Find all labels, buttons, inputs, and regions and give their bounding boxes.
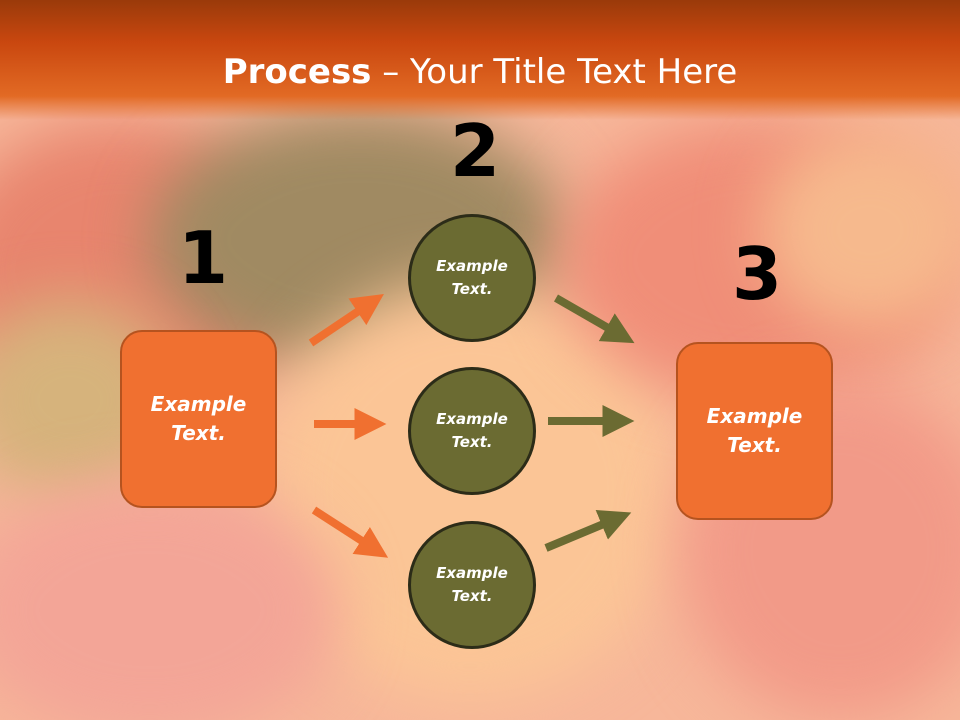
left-box: Example Text.	[120, 330, 277, 508]
circle-bottom: Example Text.	[408, 521, 536, 649]
arrow-top-to-right	[554, 294, 635, 344]
title-bar	[0, 0, 960, 120]
circle-middle: Example Text.	[408, 367, 536, 495]
arrow-left-to-top	[308, 293, 384, 347]
title-rest-text: – Your Title Text Here	[371, 52, 738, 92]
slide-title: Process – Your Title Text Here	[0, 52, 960, 92]
right-box: Example Text.	[676, 342, 833, 520]
arrow-bottom-to-right	[544, 510, 632, 552]
step-2-number: 2	[450, 109, 501, 193]
step-1-number: 1	[178, 216, 229, 300]
title-bold-text: Process	[222, 52, 372, 92]
circle-top: Example Text.	[408, 214, 536, 342]
step-3-number: 3	[732, 232, 783, 316]
arrow-left-to-bottom	[311, 506, 389, 558]
